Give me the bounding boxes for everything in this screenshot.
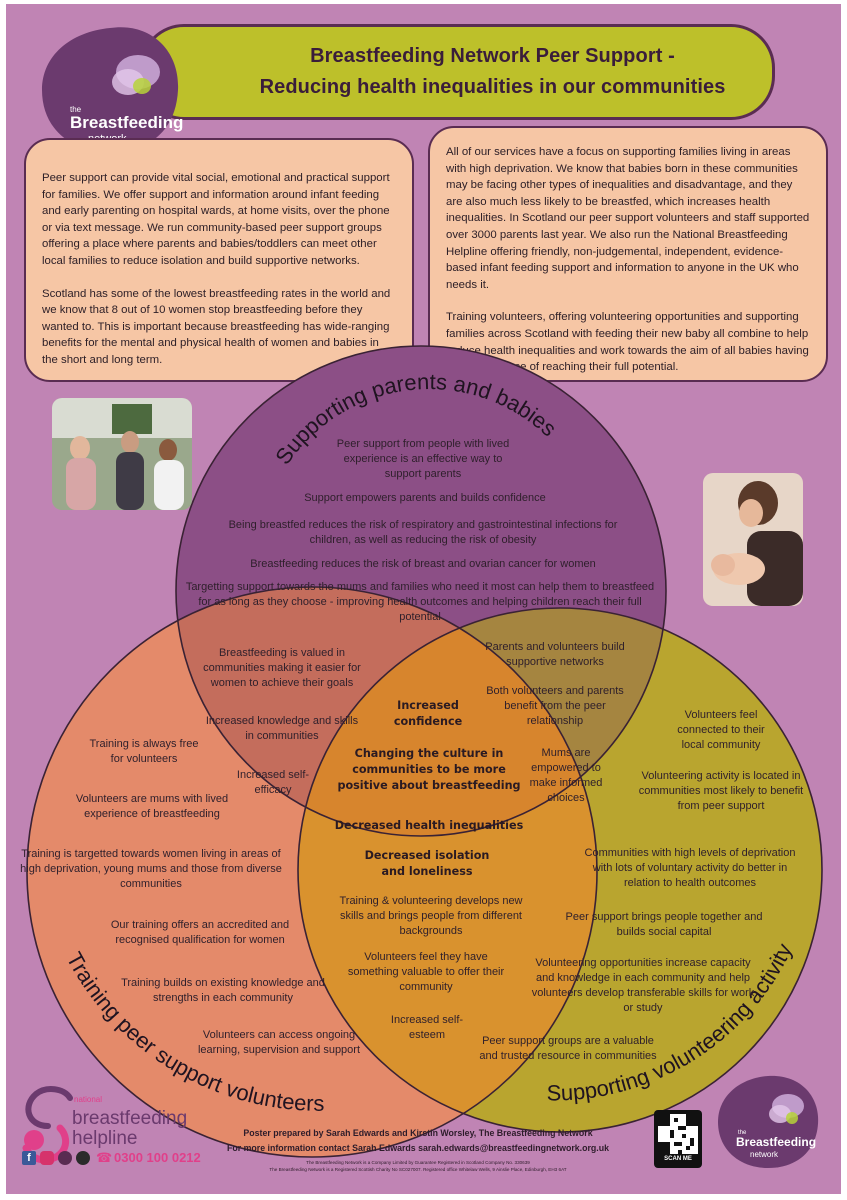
intro-left-paragraph-2: Scotland has some of the lowest breastfe… bbox=[42, 287, 391, 366]
qr-label: SCAN ME bbox=[664, 1156, 692, 1162]
top-right-item-2: Both volunteers and parents benefit from… bbox=[486, 685, 624, 727]
top-right-item-1: Parents and volunteers build supportive … bbox=[485, 641, 625, 668]
helpline-line1: breastfeeding bbox=[72, 1108, 187, 1129]
logo-name-line1: Breastfeeding bbox=[70, 113, 183, 132]
top-item-1: Peer support from people with lived expe… bbox=[336, 438, 510, 480]
center-item-4: Decreased isolation and loneliness bbox=[364, 849, 490, 878]
message-icon[interactable] bbox=[76, 1151, 90, 1165]
left-item-3: Training is targetted towards women livi… bbox=[20, 848, 282, 890]
top-left-item-1: Breastfeeding is valued in communities m… bbox=[203, 647, 361, 689]
title-line-1: Breastfeeding Network Peer Support - bbox=[310, 45, 675, 67]
left-right-item-3: Increased self-esteem bbox=[390, 1014, 464, 1041]
top-left-item-3: Increased self-efficacy bbox=[236, 769, 310, 796]
logo-small-text: the bbox=[70, 105, 82, 114]
chat-icon[interactable] bbox=[58, 1151, 72, 1165]
breastfeeding-network-logo: the Breastfeeding network bbox=[42, 27, 183, 153]
top-item-4: Breastfeeding reduces the risk of breast… bbox=[250, 558, 596, 570]
center-item-2: Changing the culture in communities to b… bbox=[337, 747, 521, 792]
helpline-line2: helpline bbox=[72, 1128, 138, 1149]
helpline-small-text: national bbox=[74, 1095, 102, 1104]
helpline-phone[interactable]: 0300 100 0212 bbox=[114, 1150, 201, 1165]
intro-right-paragraph-2: Training volunteers, offering volunteeri… bbox=[446, 311, 809, 374]
intro-panel-left: Peer support can provide vital social, e… bbox=[24, 138, 414, 382]
instagram-icon[interactable] bbox=[40, 1151, 54, 1165]
helpline-logo: national breastfeeding helpline bbox=[22, 1086, 187, 1164]
right-item-1: Volunteers feel connected to their local… bbox=[677, 709, 765, 751]
venn-overlap-center bbox=[298, 608, 597, 836]
left-item-1: Training is always free for volunteers bbox=[89, 738, 199, 765]
left-item-2: Volunteers are mums with lived experienc… bbox=[75, 793, 229, 820]
intro-right-paragraph-1: All of our services have a focus on supp… bbox=[446, 146, 810, 291]
center-item-1: Increased confidence bbox=[393, 699, 463, 728]
top-item-2: Support empowers parents and builds conf… bbox=[304, 492, 546, 504]
top-right-item-3: Mums are empowered to make informed choi… bbox=[529, 747, 603, 804]
right-item-4: Peer support brings people together and … bbox=[565, 911, 763, 938]
qr-pattern bbox=[658, 1114, 698, 1154]
top-item-5: Targetting support towards the mums and … bbox=[185, 581, 655, 623]
left-item-5: Training builds on existing knowledge an… bbox=[121, 977, 325, 1004]
right-item-5: Volunteering opportunities increase capa… bbox=[531, 957, 755, 1014]
right-item-3: Communities with high levels of deprivat… bbox=[584, 847, 796, 889]
footer-contact[interactable]: For more information contact Sarah Edwar… bbox=[226, 1143, 610, 1153]
right-item-6: Peer support groups are a valuable and t… bbox=[479, 1035, 657, 1062]
photo-peer-support-group bbox=[52, 398, 192, 510]
logo-bottom-small-text: the bbox=[738, 1130, 747, 1136]
photo-mother-breastfeeding bbox=[703, 473, 803, 606]
social-icons: f ☎ 0300 100 0212 bbox=[22, 1150, 201, 1168]
top-item-3: Being breastfed reduces the risk of resp… bbox=[228, 519, 618, 546]
footer-credit: Poster prepared by Sarah Edwards and Kir… bbox=[243, 1128, 593, 1138]
qr-code[interactable]: SCAN ME bbox=[654, 1110, 702, 1168]
title-banner: Breastfeeding Network Peer Support - Red… bbox=[140, 24, 775, 120]
left-item-4: Our training offers an accredited and re… bbox=[110, 919, 290, 946]
left-right-item-1: Training & volunteering develops new ski… bbox=[339, 895, 523, 937]
facebook-icon[interactable]: f bbox=[22, 1151, 36, 1165]
intro-left-paragraph-1: Peer support can provide vital social, e… bbox=[42, 172, 390, 267]
footer-legal-2: The Breastfeeding Network is a Registere… bbox=[269, 1167, 567, 1172]
phone-icon: ☎ bbox=[96, 1150, 113, 1165]
footer-legal-1: The Breastfeeding Network is a Company L… bbox=[306, 1160, 530, 1165]
center-item-3: Decreased health inequalities bbox=[334, 819, 524, 832]
logo-bottom-name-line2: network bbox=[750, 1150, 779, 1159]
top-left-item-2: Increased knowledge and skills in commun… bbox=[205, 715, 359, 742]
breastfeeding-network-logo-bottom: the Breastfeeding network bbox=[718, 1075, 819, 1168]
intro-panel-right: All of our services have a focus on supp… bbox=[428, 126, 828, 382]
left-right-item-2: Volunteers feel they have something valu… bbox=[347, 951, 505, 993]
logo-bottom-name-line1: Breastfeeding bbox=[736, 1135, 816, 1149]
left-item-6: Volunteers can access ongoing learning, … bbox=[197, 1029, 361, 1056]
right-item-2: Volunteering activity is located in comm… bbox=[638, 770, 804, 812]
title-line-2: Reducing health inequalities in our comm… bbox=[259, 76, 726, 98]
